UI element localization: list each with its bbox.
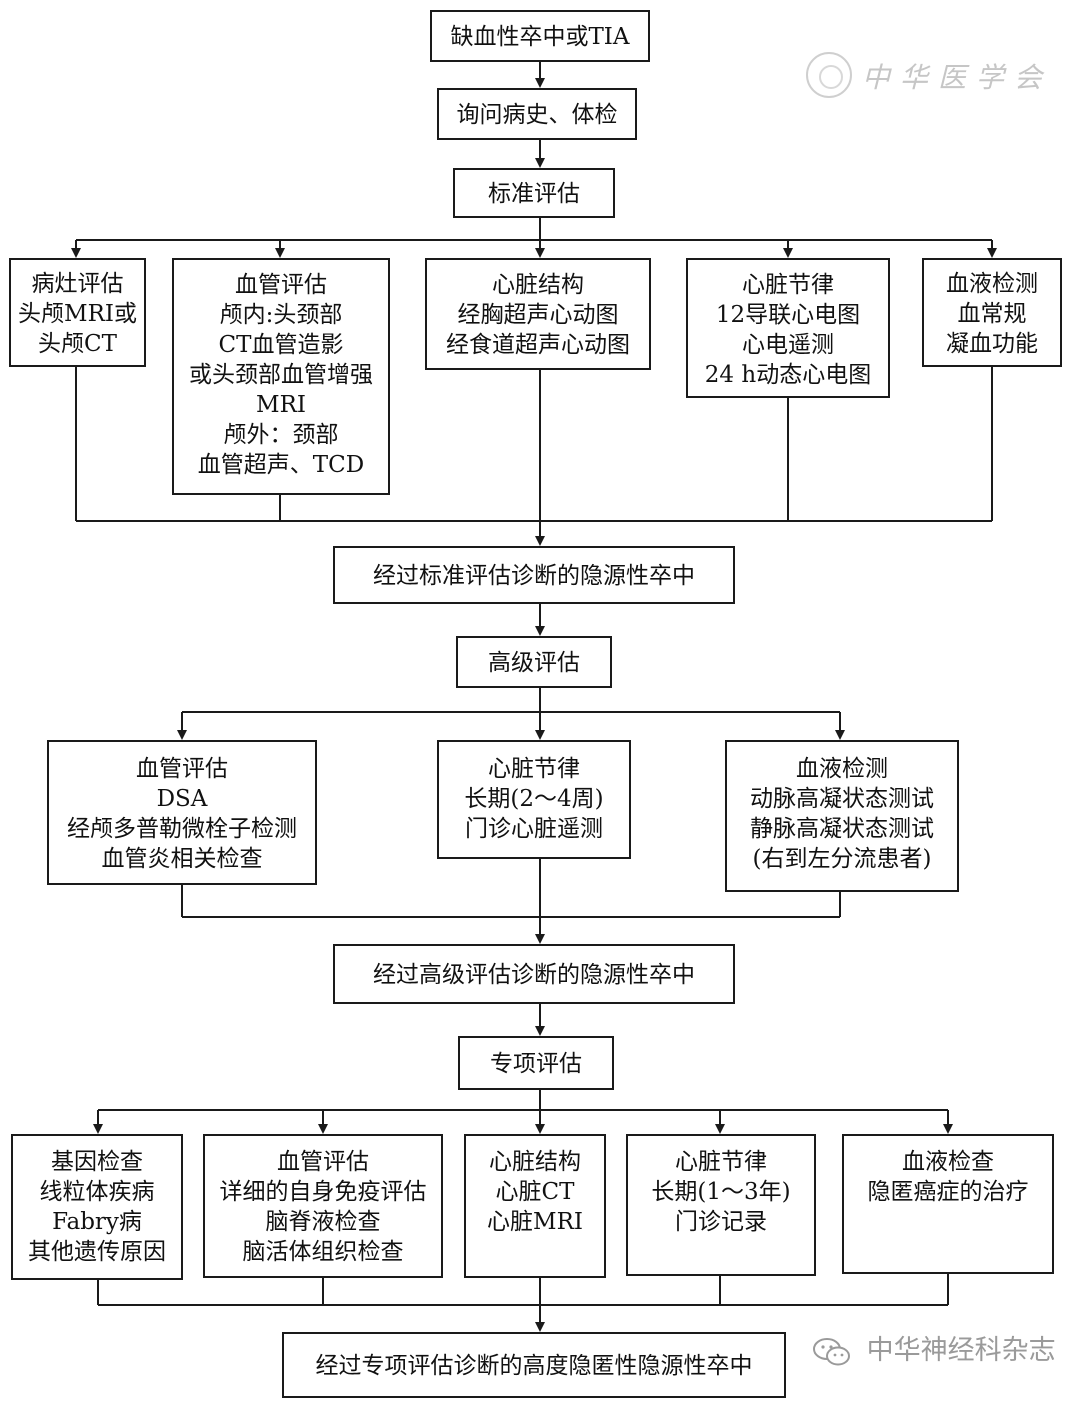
wechat-icon	[813, 1337, 850, 1365]
adv-rhythm-node: 心脏节律长期(2～4周) 门诊心脏遥测	[437, 740, 631, 859]
result-advanced-node: 经过高级评估诊断的隐源性卒中	[333, 944, 735, 1004]
std-blood-node: 血液检测血常规凝血功能	[922, 258, 1062, 367]
node-text-line: 颅内:头颈部	[219, 302, 343, 328]
node-text-line: 经颅多普勒微栓子检测	[67, 816, 297, 842]
node-text-line: 脑活体组织检查	[242, 1239, 404, 1265]
node-text-line: 血管评估	[235, 272, 327, 298]
node-text-line: 详细的自身免疫评估	[219, 1179, 427, 1205]
standard-assessment-node: 标准评估	[453, 168, 615, 218]
sp-vascular-node: 血管评估详细的自身免疫评估脑脊液检查脑活体组织检查	[203, 1134, 443, 1278]
node-text-line: Fabry病	[52, 1209, 142, 1235]
node-text-line: 颅外：颈部	[223, 422, 339, 448]
result-special-node: 经过专项评估诊断的高度隐匿性隐源性卒中	[282, 1332, 786, 1398]
node-text-line: 血液检查	[902, 1149, 994, 1175]
special-assessment-node: 专项评估	[458, 1036, 614, 1090]
node-text-line: 病灶评估	[31, 271, 124, 297]
node-text-line: 血管评估	[136, 756, 228, 782]
node-text-line: 长期(2～4周)	[464, 786, 604, 812]
node-text-line: 凝血功能	[946, 331, 1038, 357]
logo-text: 中华医学会	[862, 61, 1053, 94]
node-text-line: 12导联心电图	[715, 302, 861, 328]
std-rhythm-node: 心脏节律 12导联心电图心电遥测 24 h动态心电图	[686, 258, 890, 398]
node-text-line: 血管评估	[277, 1149, 369, 1175]
std-vascular-node: 血管评估颅内:头颈部 CT血管造影或头颈部血管增强 MRI 颅外：颈部血管超声、TCD	[172, 258, 390, 495]
node-text-line: 经过标准评估诊断的隐源性卒中	[373, 563, 695, 589]
sp-blood-node: 血液检查隐匿癌症的治疗	[842, 1134, 1054, 1274]
node-text-line: 隐匿癌症的治疗	[867, 1179, 1029, 1205]
std-lesion-node: 病灶评估头颅MRI或头颅CT	[9, 258, 146, 367]
node-text-line: 经食道超声心动图	[446, 332, 630, 358]
node-text-line: 经过高级评估诊断的隐源性卒中	[373, 962, 695, 988]
node-text-line: 门诊记录	[675, 1209, 767, 1235]
node-text-line: CT血管造影	[218, 332, 344, 358]
node-text-line: 心脏MRI	[487, 1209, 583, 1235]
node-text-line: 24 h动态心电图	[704, 362, 872, 388]
node-text-line: 高级评估	[488, 650, 580, 676]
node-text-line: 线粒体疾病	[39, 1179, 155, 1205]
adv-blood-node: 血液检测动脉高凝状态测试静脉高凝状态测试 (右到左分流患者)	[725, 740, 959, 892]
node-text-line: MRI	[256, 392, 306, 418]
node-text-line: 血液检测	[946, 271, 1038, 297]
node-text-line: 基因检查	[51, 1149, 143, 1175]
start-node: 缺血性卒中或TIA	[430, 10, 650, 62]
node-text-line: 心脏结构	[492, 272, 584, 298]
advanced-assessment-node: 高级评估	[456, 636, 612, 688]
node-text-line: 标准评估	[488, 181, 580, 207]
publisher-logo: 中华医学会	[806, 52, 1046, 98]
node-text-line: 或头颈部血管增强	[189, 362, 373, 388]
node-text-line: 经胸超声心动图	[457, 302, 619, 328]
node-text-line: 经过专项评估诊断的高度隐匿性隐源性卒中	[315, 1353, 753, 1379]
node-text-line: 头颅CT	[38, 331, 117, 357]
watermark-text: 中华神经科杂志	[866, 1335, 1056, 1366]
node-text-line: 缺血性卒中或TIA	[450, 24, 630, 50]
wechat-watermark: 中华神经科杂志	[812, 1328, 1056, 1372]
node-text-line: 门诊心脏遥测	[465, 816, 603, 842]
node-text-line: 静脉高凝状态测试	[750, 816, 934, 842]
sp-rhythm-node: 心脏节律长期(1～3年) 门诊记录	[626, 1134, 816, 1276]
history-exam-node: 询问病史、体检	[437, 88, 637, 140]
node-text-line: 心脏节律	[742, 272, 834, 298]
node-text-line: 脑脊液检查	[265, 1209, 381, 1235]
node-text-line: 头颅MRI或	[18, 301, 137, 327]
node-text-line: 心脏节律	[675, 1149, 767, 1175]
node-text-line: DSA	[156, 786, 208, 812]
node-text-line: (右到左分流患者)	[752, 846, 932, 872]
seal-icon	[806, 52, 852, 98]
node-text-line: 心电遥测	[742, 332, 834, 358]
adv-vascular-node: 血管评估 DSA 经颅多普勒微栓子检测血管炎相关检查	[47, 740, 317, 885]
node-text-line: 其他遗传原因	[28, 1239, 166, 1265]
sp-gene-node: 基因检查线粒体疾病 Fabry病其他遗传原因	[11, 1134, 183, 1280]
node-text-line: 动脉高凝状态测试	[750, 786, 934, 812]
node-text-line: 心脏节律	[488, 756, 580, 782]
node-text-line: 心脏CT	[495, 1179, 575, 1205]
result-standard-node: 经过标准评估诊断的隐源性卒中	[333, 546, 735, 604]
node-text-line: 血常规	[957, 301, 1027, 327]
node-text-line: 专项评估	[490, 1051, 582, 1077]
std-structure-node: 心脏结构经胸超声心动图经食道超声心动图	[425, 258, 651, 370]
node-text-line: 长期(1～3年)	[651, 1179, 791, 1205]
node-text-line: 血液检测	[796, 756, 888, 782]
node-text-line: 血管炎相关检查	[101, 846, 263, 872]
node-text-line: 心脏结构	[489, 1149, 581, 1175]
node-text-line: 询问病史、体检	[456, 102, 618, 128]
node-text-line: 血管超声、TCD	[197, 452, 365, 478]
sp-structure-node: 心脏结构心脏CT 心脏MRI	[464, 1134, 606, 1278]
